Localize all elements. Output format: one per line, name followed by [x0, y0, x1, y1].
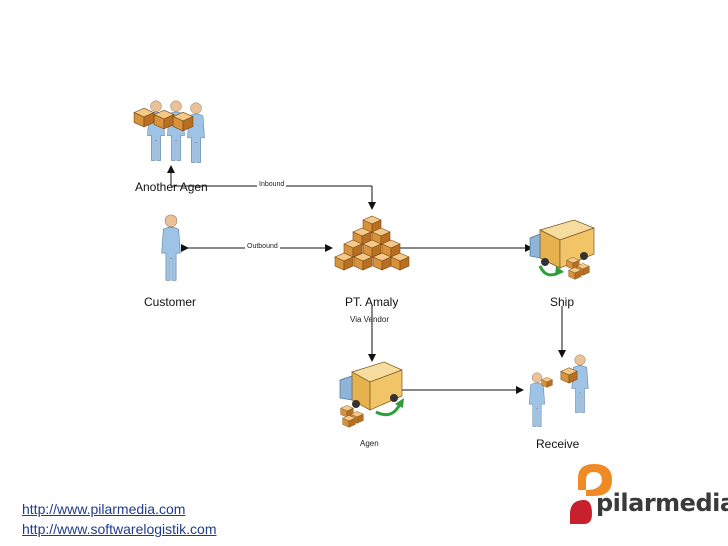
delivery-truck-icon — [529, 219, 595, 280]
people-carrying-boxes-icon — [133, 100, 205, 163]
node-label-pt-amaly: PT. Amaly — [345, 295, 399, 309]
people-exchanging-box-icon — [529, 354, 589, 427]
node-label-receive: Receive — [536, 437, 580, 451]
person-icon — [161, 214, 181, 281]
edge-label-inbound: Inbound — [257, 181, 287, 188]
delivery-truck-icon — [339, 361, 404, 428]
brand-name: pilarmedia — [596, 489, 728, 517]
node-label-another-agen: Another Agen — [135, 180, 208, 194]
node-label-via-vendor: Via Vendor — [350, 315, 389, 324]
link-softwarelogistik[interactable]: http://www.softwarelogistik.com — [22, 521, 217, 537]
edge-label-outbound: Outbound — [245, 243, 280, 250]
edges — [167, 165, 566, 394]
footer-links: http://www.pilarmedia.com http://www.sof… — [22, 499, 217, 539]
pilarmedia-logo-icon — [570, 464, 612, 524]
box-stack-icon — [334, 215, 410, 271]
link-pilarmedia[interactable]: http://www.pilarmedia.com — [22, 501, 186, 517]
node-label-agen: Agen — [360, 439, 379, 448]
node-label-customer: Customer — [144, 295, 197, 309]
node-label-ship: Ship — [550, 295, 575, 309]
